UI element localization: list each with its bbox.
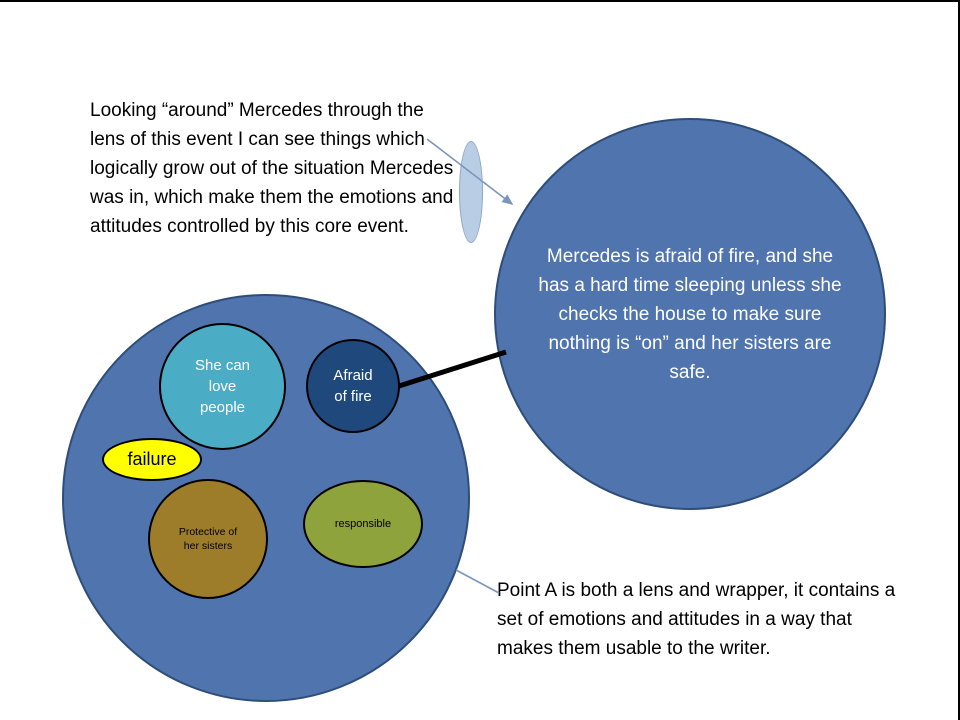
event-circle-text: Mercedes is afraid of fire, and she has … <box>538 245 842 383</box>
failure-ellipse: failure <box>102 438 202 481</box>
protective-circle: Protective of her sisters <box>148 479 268 599</box>
love-people-circle-text: She can love people <box>194 357 251 416</box>
love-people-circle: She can love people <box>159 323 286 450</box>
failure-ellipse-text: failure <box>127 449 177 469</box>
point-a-annotation-text: Point A is both a lens and wrapper, it c… <box>497 580 896 659</box>
responsible-circle: responsible <box>303 480 423 568</box>
responsible-circle-text: responsible <box>334 518 392 530</box>
afraid-of-fire-circle: Afraid of fire <box>306 339 400 433</box>
point-a-connector-line <box>455 569 500 594</box>
lens-shape <box>459 141 483 243</box>
afraid-of-fire-circle-text: Afraid of fire <box>333 367 373 405</box>
lens-annotation-text: Looking “around” Mercedes through the le… <box>90 100 454 237</box>
protective-circle-text: Protective of her sisters <box>178 526 238 552</box>
event-circle: Mercedes is afraid of fire, and she has … <box>494 118 886 510</box>
